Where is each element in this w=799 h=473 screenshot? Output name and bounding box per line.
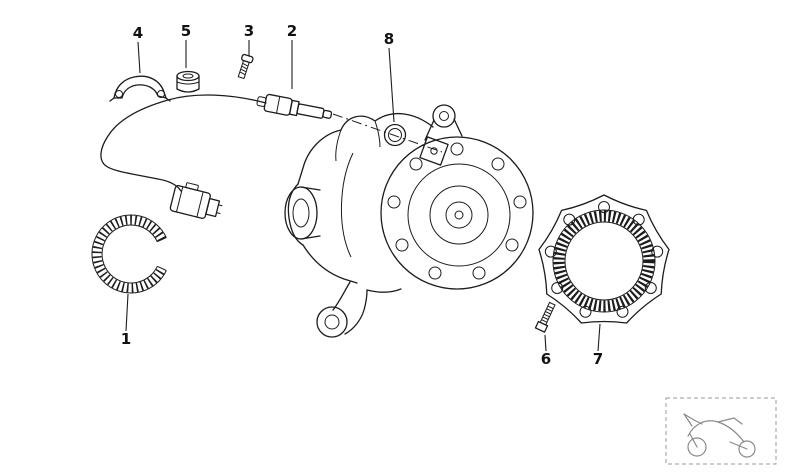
connector-plug	[205, 197, 221, 218]
grommet-part	[176, 70, 200, 93]
housing-lug	[316, 306, 348, 338]
pulse-ring-teeth	[553, 210, 655, 312]
leader-line-1	[125, 293, 129, 332]
gasket-bolt-hole	[632, 213, 645, 226]
flange-bolt-hole	[428, 266, 442, 280]
housing-flange	[380, 136, 534, 290]
screw-part-3	[237, 53, 254, 80]
sensor-part	[256, 93, 333, 119]
gasket-bolt-hole	[651, 245, 664, 258]
flange-bolt-hole	[409, 157, 423, 171]
part-label-2: 2	[287, 22, 297, 40]
part-label-8: 8	[384, 30, 394, 48]
thumbnail-box	[665, 397, 777, 465]
part-label-6: 6	[541, 350, 551, 368]
flange-bolt-hole	[450, 142, 464, 156]
part-label-4: 4	[133, 24, 143, 42]
sensor-cable	[100, 94, 267, 192]
flange-bolt-hole	[387, 195, 401, 209]
sensor-port	[419, 136, 449, 166]
flange-bolt-hole	[513, 195, 527, 209]
final-drive-housing	[284, 104, 534, 338]
connector-latch	[185, 182, 199, 191]
motorcycle-icon	[683, 413, 756, 458]
sensor-tip	[322, 109, 333, 119]
screw-shaft	[539, 301, 556, 326]
leader-line-4	[137, 41, 141, 74]
gasket-bolt-hole	[616, 305, 629, 318]
flange-bolt-hole	[505, 238, 519, 252]
gasket-outline	[538, 194, 670, 324]
cable-connector	[169, 182, 223, 219]
flange-bolt-hole	[472, 266, 486, 280]
screw-part-6	[534, 301, 556, 333]
screw-shaft	[237, 59, 250, 80]
part-label-5: 5	[181, 22, 191, 40]
sensor-barrel	[296, 103, 325, 119]
bracket-hole	[115, 90, 123, 98]
bracket-hole	[157, 90, 165, 98]
gasket-bolt-hole	[598, 201, 610, 213]
gasket-bolt-hole	[644, 282, 657, 294]
leader-line-8	[388, 47, 395, 123]
part-label-7: 7	[593, 350, 603, 368]
housing-top-tab	[432, 104, 456, 128]
flange-bolt-hole	[395, 238, 409, 252]
gasket-bolt-hole	[551, 282, 564, 294]
part-label-3: 3	[244, 22, 254, 40]
leader-line-6	[544, 334, 547, 352]
gasket-bolt-hole	[563, 213, 576, 226]
snap-ring-part	[91, 214, 167, 294]
flange-bolt-hole	[491, 157, 505, 171]
housing-lug-hole	[324, 314, 340, 330]
o-ring-part	[383, 123, 407, 147]
input-shaft-cap	[284, 186, 318, 240]
connector-body	[169, 184, 211, 219]
part-label-1: 1	[121, 330, 131, 348]
snap-ring-hatching	[92, 215, 166, 293]
bracket-part	[109, 75, 171, 102]
gasket-bolt-hole	[544, 245, 557, 258]
gasket-bolt-hole	[579, 305, 592, 318]
gasket-part	[538, 194, 670, 324]
leader-line-7	[597, 323, 601, 352]
